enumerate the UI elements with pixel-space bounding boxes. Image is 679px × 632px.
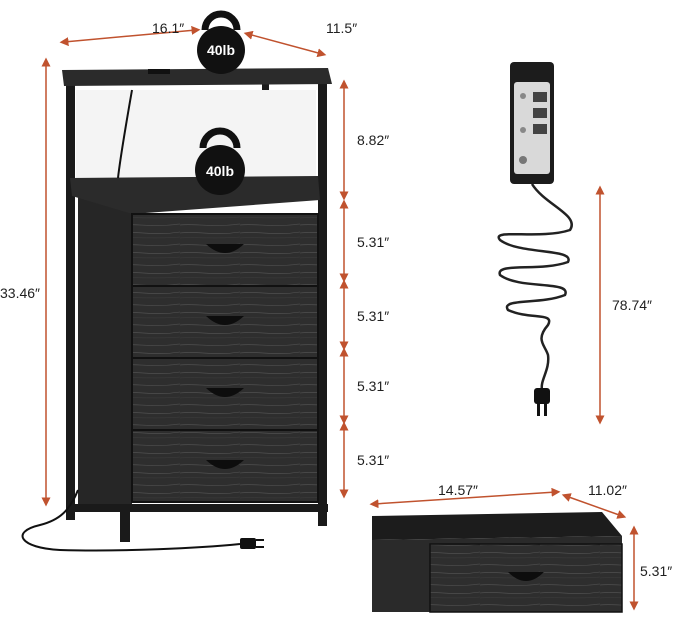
dimension-lines [41,25,639,611]
dresser-frame-post-left [66,76,75,516]
kettlebell-icon: 40lb [195,127,245,195]
plug-icon [240,538,264,549]
plug-icon [534,388,550,416]
dresser-middle-shelf [70,176,320,214]
drawer-3-handle[interactable] [206,388,244,397]
drawer-1-handle[interactable] [206,244,244,253]
dim-label-drawer-height: 5.31″ [640,563,673,579]
dim-label-cord-length: 78.74″ [612,297,652,313]
drawer-detail [372,512,623,613]
drawer-4-handle[interactable] [206,460,244,469]
dim-line-drawer-width [369,487,561,509]
dresser-foot-front-right [318,512,327,526]
dim-line-width [59,25,201,47]
dim-label-drawer-depth: 11.02″ [588,482,627,498]
dim-label-depth: 11.5″ [326,20,358,36]
dim-label-drawer-4: 5.31″ [357,452,390,468]
coiled-cord [497,183,573,391]
dresser-top-shelf [62,68,332,86]
dim-label-width: 16.1″ [152,20,185,36]
dresser-bottom-rail [66,504,328,512]
kettlebell-top-label: 40lb [207,42,235,58]
dim-label-shelf-gap: 8.82″ [357,132,390,148]
drawer-detail-handle [508,572,544,581]
kettlebell-icon: 40lb [197,10,245,74]
drawer-detail-top-opening [372,512,622,540]
dim-label-drawer-width: 14.57″ [438,482,478,498]
dresser-cord-lower [21,489,241,552]
dim-label-drawer-3: 5.31″ [357,378,390,394]
dim-label-drawer-1: 5.31″ [357,234,390,250]
dresser-foot-front-left [120,512,130,542]
dresser-side-panel [78,186,132,506]
dresser-cord-upper [117,89,133,179]
dresser [21,68,332,552]
drawer-2-handle[interactable] [206,316,244,325]
outlet-slot [148,69,170,74]
dresser-foot-back-left [66,512,75,520]
dim-label-drawer-2: 5.31″ [357,308,390,324]
dresser-frame-post-right [318,76,327,516]
power-strip-icon [510,62,554,184]
dim-label-height: 33.46″ [0,285,40,301]
dim-line-depth [243,30,327,58]
kettlebell-shelf-label: 40lb [206,163,234,179]
dim-line-drawer-depth [561,493,627,519]
